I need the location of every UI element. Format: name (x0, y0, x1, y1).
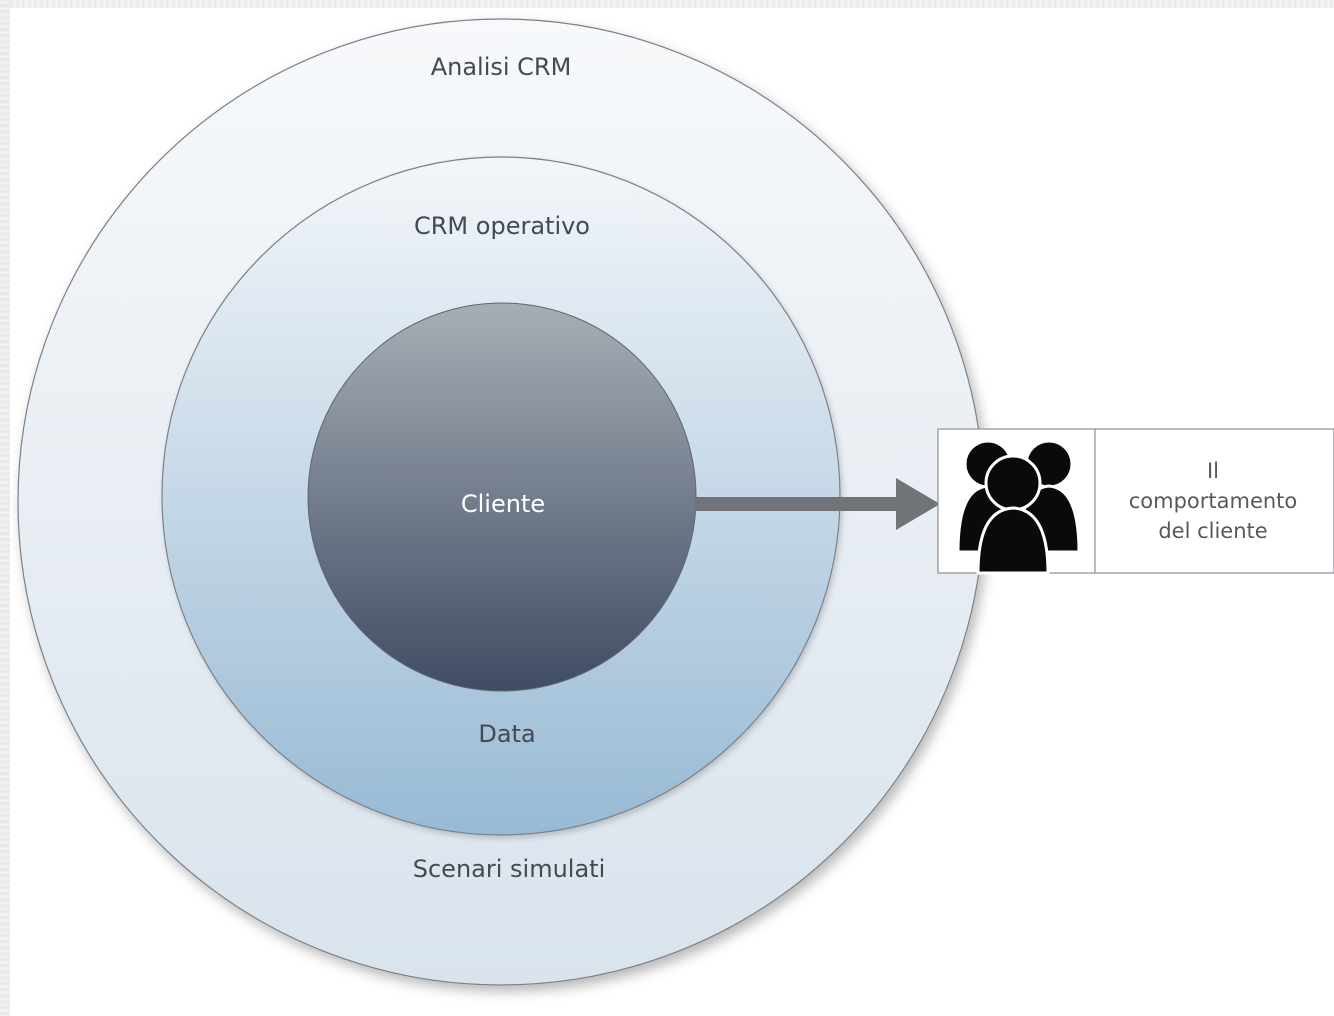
paper-edge-top (0, 0, 1334, 8)
paper-edge-left (0, 0, 10, 1016)
middle-ring-label: CRM operativo (414, 212, 590, 240)
arrow-right-icon (695, 478, 940, 530)
outer-ring-label: Analisi CRM (431, 53, 572, 81)
output-text-line-3: del cliente (1158, 519, 1267, 543)
people-group-icon (956, 439, 1081, 575)
core-label: Cliente (461, 490, 545, 518)
outer-ring-bottom-label: Scenari simulati (413, 855, 606, 883)
output-text-line-2: comportamento (1129, 489, 1298, 513)
output-text-line-1: Il (1207, 459, 1219, 483)
middle-ring-bottom-label: Data (478, 720, 535, 748)
